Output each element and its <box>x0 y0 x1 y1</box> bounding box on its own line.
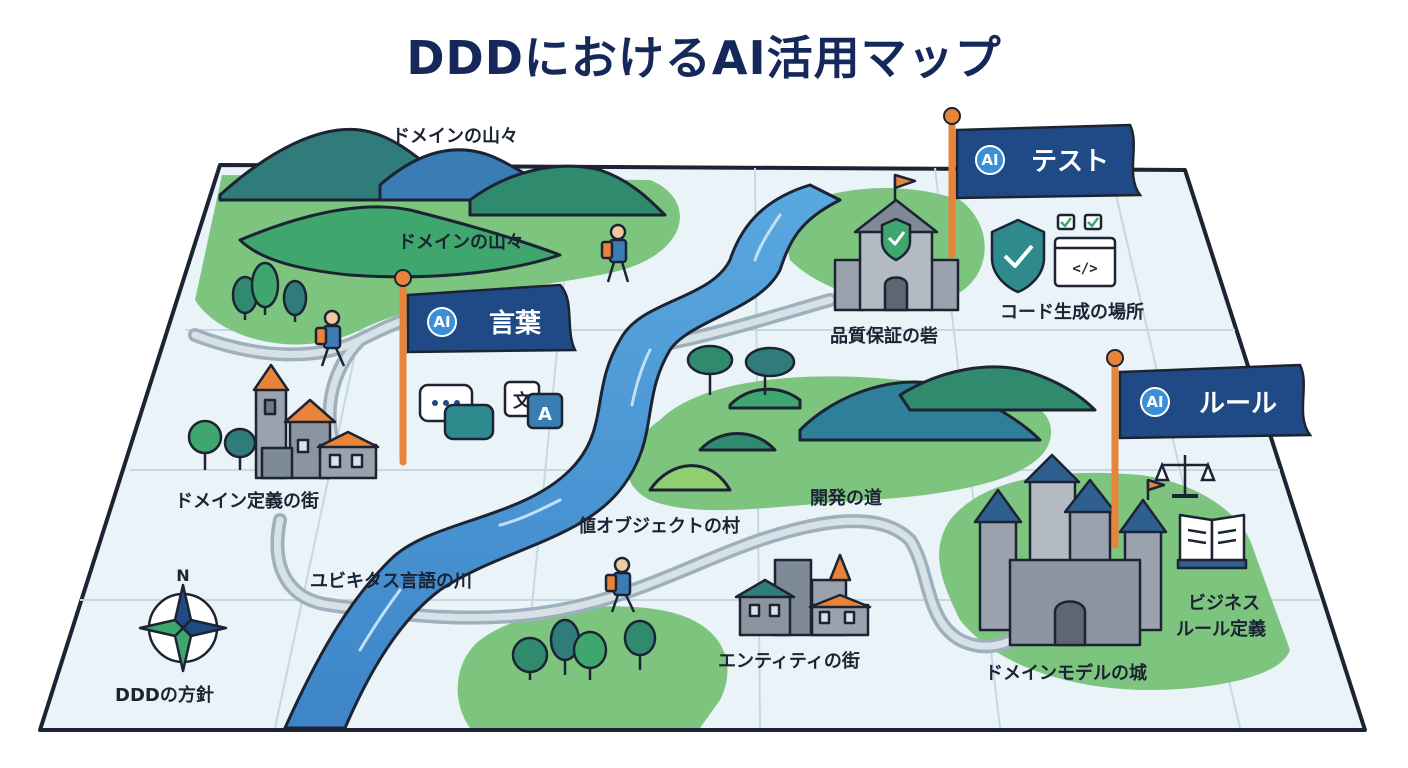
flag-words: AI 言葉 <box>394 269 578 466</box>
svg-text:A: A <box>538 404 552 425</box>
flag-test: AI テスト <box>943 107 1143 259</box>
scales-icon <box>1154 455 1216 498</box>
trees <box>187 261 796 680</box>
page-title: DDDにおけるAI活用マップ <box>406 31 1002 85</box>
svg-text:</>: </> <box>1072 261 1097 277</box>
hills <box>648 365 1097 492</box>
flag-rule: AI ルール <box>1106 349 1313 549</box>
hiker-road <box>604 556 636 613</box>
translate-icon: 文 A <box>503 380 564 430</box>
label-domain-town: ドメイン定義の街 <box>175 491 319 512</box>
flag-test-text: テスト <box>1031 147 1109 177</box>
flag-test-ai: AI <box>981 151 998 169</box>
chat-bubbles-icon <box>418 383 495 441</box>
label-ubiquitous-river: ユビキタス言語の川 <box>310 571 472 592</box>
label-biz-rules-1: ビジネス <box>1188 593 1260 614</box>
domain-model-castle <box>973 453 1168 647</box>
flag-rule-text: ルール <box>1199 389 1277 419</box>
hiker-top <box>600 223 630 283</box>
mountains <box>218 127 667 279</box>
code-window-icon: </> <box>1053 213 1117 288</box>
label-value-village: 値オブジェクトの村 <box>578 516 740 537</box>
label-ddd-compass: DDDの方針 <box>115 685 214 706</box>
flag-words-ai: AI <box>433 313 450 331</box>
label-domain-castle: ドメインモデルの城 <box>985 663 1147 684</box>
entity-town <box>734 553 872 637</box>
shield-check-icon <box>990 218 1046 294</box>
domain-definition-town <box>252 363 380 480</box>
label-biz-rules-2: ルール定義 <box>1176 619 1266 640</box>
hiker-left <box>314 309 346 367</box>
label-codegen: コード生成の場所 <box>1000 302 1144 323</box>
label-mountains-mid: ドメインの山々 <box>398 232 524 253</box>
label-mountains-top: ドメインの山々 <box>392 126 518 147</box>
label-qa-fort: 品質保証の砦 <box>830 326 938 347</box>
flag-rule-ai: AI <box>1146 393 1163 411</box>
ubiquitous-language-river <box>283 183 842 730</box>
flag-words-text: 言葉 <box>489 309 542 339</box>
open-book-icon <box>1176 513 1248 570</box>
label-dev-road: 開発の道 <box>810 488 882 509</box>
compass-north: N <box>176 566 189 585</box>
qa-fort <box>833 173 960 312</box>
label-entity-town: エンティティの街 <box>718 651 860 672</box>
compass-rose-icon: N <box>138 566 228 673</box>
